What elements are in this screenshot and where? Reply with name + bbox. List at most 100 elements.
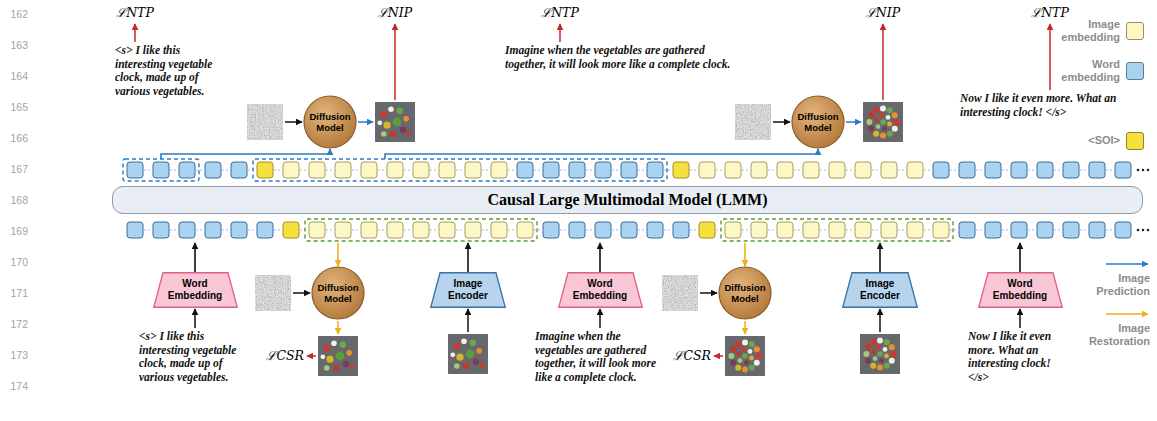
token bbox=[855, 162, 871, 178]
circle-fill bbox=[312, 267, 364, 319]
token bbox=[855, 222, 871, 238]
restoration-arrow bbox=[744, 321, 746, 334]
diffusion-model-circle: Diffusion Model bbox=[311, 266, 365, 320]
token bbox=[465, 222, 481, 238]
token bbox=[205, 222, 221, 238]
trapezoid-fill bbox=[558, 273, 642, 308]
token bbox=[543, 222, 559, 238]
ellipsis-dot bbox=[1137, 229, 1140, 232]
token bbox=[127, 162, 143, 178]
token bbox=[569, 222, 585, 238]
text-group: Diffusion Model bbox=[797, 111, 838, 134]
causal-link bbox=[274, 230, 282, 231]
token bbox=[699, 162, 715, 178]
diffusion-model-circle: Diffusion Model bbox=[303, 95, 357, 149]
encoder-trapezoid: Word Embedding bbox=[558, 272, 643, 308]
line-number: 173 bbox=[4, 349, 28, 362]
connector bbox=[1019, 243, 1021, 272]
causal-link bbox=[560, 170, 568, 171]
token bbox=[1037, 162, 1053, 178]
causal-link bbox=[456, 170, 464, 171]
node-label: Diffusion Model bbox=[724, 282, 765, 305]
causal-link bbox=[612, 230, 620, 231]
token bbox=[751, 162, 767, 178]
flow-arrow bbox=[773, 121, 790, 123]
token bbox=[1011, 222, 1027, 238]
vegetable-clock-image bbox=[863, 102, 903, 142]
dashed-group-box bbox=[305, 219, 537, 241]
token bbox=[751, 222, 767, 238]
causal-link bbox=[352, 230, 360, 231]
token bbox=[569, 162, 585, 178]
node-label: Diffusion Model bbox=[317, 282, 358, 305]
connector bbox=[467, 243, 469, 272]
token bbox=[205, 162, 221, 178]
ellipsis-dot bbox=[1137, 169, 1140, 172]
restoration-arrow bbox=[337, 321, 339, 334]
token bbox=[985, 162, 1001, 178]
connector bbox=[385, 149, 818, 159]
causal-link bbox=[820, 230, 828, 231]
diffusion-model-circle: Diffusion Model bbox=[791, 95, 845, 149]
causal-link bbox=[742, 230, 750, 231]
encoder-trapezoid: Image Encoder bbox=[842, 272, 918, 308]
node-label: Word Embedding bbox=[168, 278, 222, 302]
causal-link bbox=[664, 170, 672, 171]
token bbox=[283, 222, 299, 238]
line-number: 171 bbox=[4, 287, 28, 300]
noise-image bbox=[247, 104, 283, 140]
token bbox=[387, 162, 403, 178]
caption-text: Now I like it even more. What an interes… bbox=[960, 92, 1135, 119]
token bbox=[1115, 162, 1131, 178]
token bbox=[829, 222, 845, 238]
text-group: Image Encoder bbox=[860, 278, 900, 302]
model-block: Causal Large Multimodal Model (LMM) bbox=[112, 159, 1143, 243]
causal-link bbox=[1002, 230, 1010, 231]
trapezoid-fill bbox=[978, 273, 1062, 308]
vegetable-clock-image bbox=[318, 336, 358, 376]
token bbox=[595, 222, 611, 238]
vegetable-clock-image bbox=[448, 334, 488, 374]
flow-arrow bbox=[467, 309, 469, 332]
token bbox=[647, 222, 663, 238]
node-label: Image Encoder bbox=[860, 278, 900, 302]
token bbox=[1011, 162, 1027, 178]
causal-link bbox=[300, 230, 308, 231]
connector bbox=[599, 243, 601, 272]
line-number: 168 bbox=[4, 194, 28, 207]
token bbox=[1063, 222, 1079, 238]
token bbox=[1115, 222, 1131, 238]
causal-link bbox=[1028, 170, 1036, 171]
connector bbox=[194, 243, 196, 272]
caption-text: Imagine when the vegetables are gathered… bbox=[505, 44, 735, 71]
node-label: Word Embedding bbox=[993, 278, 1047, 302]
causal-link bbox=[950, 230, 958, 231]
token bbox=[309, 162, 325, 178]
token bbox=[907, 222, 923, 238]
prediction-arrow bbox=[358, 121, 373, 123]
causal-link bbox=[716, 170, 724, 171]
causal-link bbox=[1080, 170, 1088, 171]
causal-link bbox=[482, 170, 490, 171]
flow-arrow bbox=[599, 309, 601, 328]
token bbox=[179, 222, 195, 238]
flow-arrow bbox=[194, 309, 196, 328]
connector bbox=[744, 243, 746, 266]
token bbox=[1089, 222, 1105, 238]
line-number: 163 bbox=[4, 39, 28, 52]
caption-text: Imagine when the vegetables are gathered… bbox=[535, 330, 663, 384]
legend-text: Image embedding bbox=[1040, 18, 1120, 44]
node-label: Causal Large Multimodal Model (LMM) bbox=[488, 190, 768, 210]
causal-link bbox=[690, 170, 698, 171]
causal-link bbox=[1054, 230, 1062, 231]
caption-text: <s> I like this interesting vegetable cl… bbox=[115, 44, 227, 98]
ellipsis-dot bbox=[1147, 169, 1150, 172]
caption-text: <s> I like this interesting vegetable cl… bbox=[139, 330, 251, 384]
token bbox=[881, 162, 897, 178]
causal-link bbox=[274, 170, 282, 171]
causal-link bbox=[170, 170, 178, 171]
token bbox=[829, 162, 845, 178]
node-label: Diffusion Model bbox=[797, 111, 838, 134]
causal-link bbox=[924, 170, 932, 171]
token bbox=[673, 162, 689, 178]
